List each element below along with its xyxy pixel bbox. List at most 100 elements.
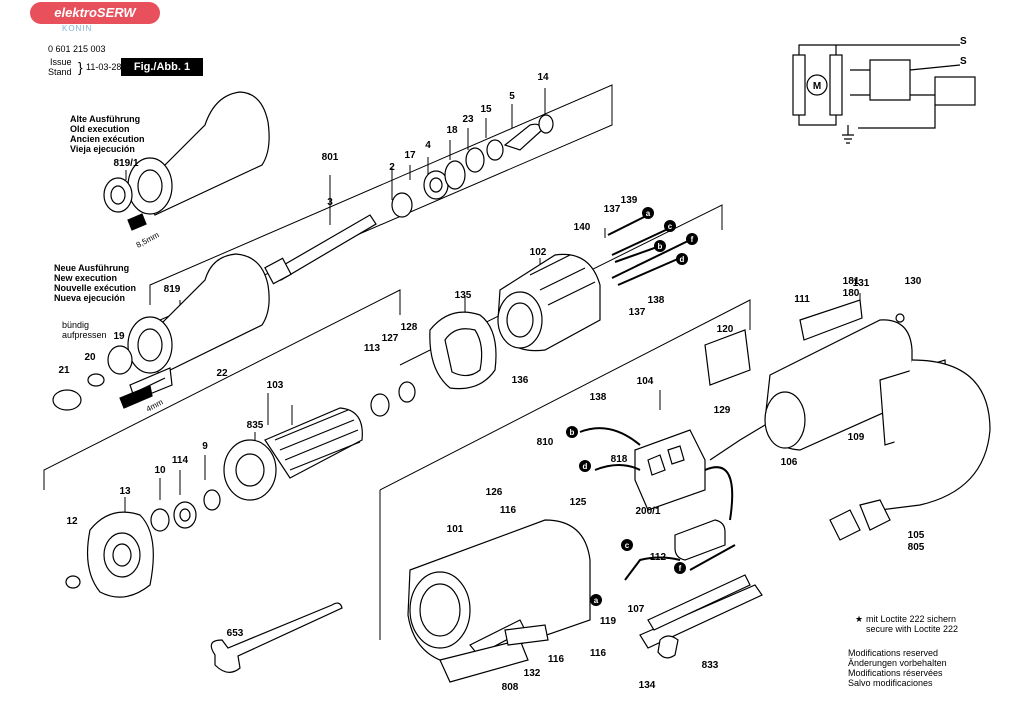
part-label-43: 818	[611, 454, 628, 465]
part-label-4: 17	[404, 150, 416, 161]
part-label-47: 129	[714, 405, 731, 416]
new-exec-de: Neue Ausführung	[54, 263, 130, 273]
old-exec-es: Vieja ejecución	[70, 144, 135, 154]
part-label-16: 135	[455, 290, 472, 301]
part-label-5: 4	[425, 140, 431, 151]
part-label-8: 15	[480, 104, 492, 115]
modifications-es: Salvo modificaciones	[848, 678, 933, 688]
part-label-27: 103	[267, 380, 284, 391]
brace: }	[78, 59, 83, 75]
ring-135	[429, 311, 497, 390]
part-label-45: 104	[637, 376, 654, 387]
part-label-63: 805	[908, 542, 925, 553]
part-label-49: 107	[628, 604, 645, 615]
loctite-line-2: secure with Loctite 222	[866, 624, 959, 634]
part-label-18: 127	[382, 333, 399, 344]
old-exec-en: Old execution	[70, 124, 130, 134]
capacitor-112	[674, 519, 726, 561]
part-label-55: 181	[843, 276, 860, 287]
part-label-38: 116	[548, 654, 565, 665]
svg-text:a: a	[594, 596, 599, 605]
svg-text:f: f	[679, 564, 682, 573]
wire-marker-a: a	[590, 594, 602, 606]
slide-bar-833	[639, 574, 763, 659]
motor-symbol: M	[813, 81, 821, 92]
part-number: 0 601 215 003	[48, 44, 106, 54]
end-plate-13	[65, 489, 221, 598]
part-label-22: 140	[574, 222, 591, 233]
part-label-56: 180	[843, 288, 860, 299]
part-label-6: 18	[446, 125, 458, 136]
part-label-29: 10	[154, 465, 166, 476]
part-label-33: 12	[66, 516, 78, 527]
part-label-51: 116	[590, 648, 607, 659]
spindle-shaft	[264, 114, 554, 285]
flush-note-1: bündig	[62, 320, 90, 330]
dim-85mm: 8,5mm	[135, 230, 161, 250]
svg-text:d: d	[583, 462, 588, 471]
part-label-15: 22	[216, 368, 228, 379]
part-label-40: 116	[500, 505, 517, 516]
armature-103	[223, 381, 416, 501]
part-label-46: 138	[590, 392, 607, 403]
wire-marker-d: d	[579, 460, 591, 472]
part-label-39: 126	[486, 487, 503, 498]
new-exec-es: Nueva ejecución	[54, 293, 126, 303]
svg-text:d: d	[680, 255, 685, 264]
part-label-41: 125	[570, 497, 587, 508]
wire-marker-b: b	[654, 240, 666, 252]
old-gear-housing	[103, 91, 270, 231]
part-label-32: 13	[119, 486, 131, 497]
part-label-57: 131	[853, 278, 870, 289]
switch-104	[634, 429, 706, 511]
svg-text:f: f	[691, 235, 694, 244]
old-exec-fr: Ancien exécution	[70, 134, 145, 144]
frame-housing	[379, 299, 751, 640]
part-label-19: 128	[401, 322, 418, 333]
svg-text:c: c	[625, 541, 630, 550]
part-label-0: 819/1	[113, 158, 138, 169]
part-label-3: 2	[389, 162, 395, 173]
part-label-35: 101	[447, 524, 464, 535]
stator-102	[497, 253, 601, 352]
part-label-25: 138	[648, 295, 665, 306]
issue-date: 11-03-28	[86, 62, 122, 72]
new-exec-en: New execution	[54, 273, 118, 283]
wire-marker-c: c	[664, 220, 676, 232]
modifications-de: Änderungen vorbehalten	[848, 658, 947, 668]
part-label-21: 102	[530, 247, 547, 258]
part-label-37: 132	[524, 668, 541, 679]
dim-4mm: 4mm	[145, 397, 165, 413]
part-label-48: 112	[650, 552, 667, 563]
part-label-53: 833	[702, 660, 719, 671]
part-label-61: 109	[848, 432, 865, 443]
wire-marker-a: a	[642, 207, 654, 219]
svg-text:b: b	[658, 242, 663, 251]
part-label-14: 21	[58, 365, 70, 376]
part-label-24: 139	[621, 195, 638, 206]
svg-text:b: b	[570, 428, 575, 437]
schematic-s-2: S	[960, 56, 967, 67]
part-label-36: 808	[502, 682, 519, 693]
frame-lower	[43, 289, 401, 490]
wire-marker-f: f	[686, 233, 698, 245]
issue-label: Issue	[50, 57, 72, 67]
frame-upper	[149, 84, 613, 321]
part-label-2: 3	[327, 197, 333, 208]
part-label-34: 653	[227, 628, 244, 639]
part-label-12: 19	[113, 331, 125, 342]
modifications-en: Modifications reserved	[848, 648, 939, 658]
part-label-59: 120	[717, 324, 734, 335]
new-gear-housing	[52, 253, 270, 411]
part-label-9: 5	[509, 91, 515, 102]
part-label-23: 137	[604, 204, 621, 215]
part-label-42: 810	[537, 437, 554, 448]
part-label-7: 23	[462, 114, 474, 125]
wrench-653	[210, 602, 343, 673]
wire-marker-c: c	[621, 539, 633, 551]
part-label-44: 200/1	[635, 506, 660, 517]
loctite-star: ★	[855, 614, 864, 624]
part-label-62: 105	[908, 530, 925, 541]
flush-note-2: aufpressen	[62, 330, 107, 340]
